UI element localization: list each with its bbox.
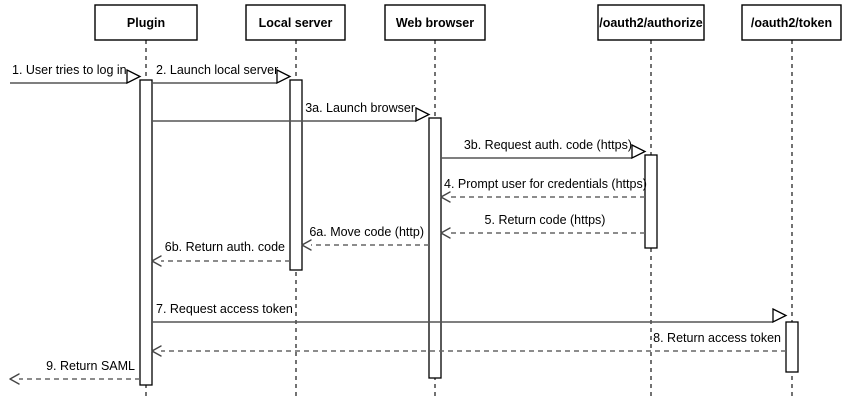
message-msg-3a: 3a. Launch browser — [152, 101, 431, 123]
participant-label-oauth2-authorize: /oauth2/authorize — [599, 16, 703, 30]
message-arrowhead-msg-1 — [126, 68, 142, 85]
message-msg-2: 2. Launch local server — [152, 63, 292, 85]
message-label-msg-4: 4. Prompt user for credentials (https) — [444, 177, 647, 191]
activation-bar-local-server-0 — [289, 79, 303, 271]
message-msg-6a: 6a. Move code (http) — [301, 225, 429, 251]
participant-box-rect-plugin — [94, 4, 198, 41]
participant-box-rect-local-server — [245, 4, 346, 41]
message-arrowhead-msg-8 — [151, 345, 162, 357]
lifeline-oauth2-token — [785, 40, 799, 399]
activation-bar-oauth2-authorize-0 — [644, 154, 658, 249]
participant-box-oauth2-authorize[interactable]: /oauth2/authorize — [597, 4, 705, 41]
message-arrowhead-msg-2 — [276, 68, 292, 85]
message-msg-6b: 6b. Return auth. code — [151, 240, 290, 267]
participant-box-web-browser[interactable]: Web browser — [384, 4, 486, 41]
participant-box-rect-web-browser — [384, 4, 486, 41]
message-label-msg-7: 7. Request access token — [156, 302, 293, 316]
message-msg-1: 1. User tries to log in — [10, 63, 142, 85]
participant-box-plugin[interactable]: Plugin — [94, 4, 198, 41]
participant-box-rect-oauth2-authorize — [597, 4, 705, 41]
message-label-msg-2: 2. Launch local server — [156, 63, 278, 77]
lifeline-web-browser — [428, 40, 442, 399]
message-arrowhead-msg-5 — [440, 227, 451, 239]
messages-layer: 1. User tries to log in 2. Launch local s… — [9, 63, 788, 385]
message-label-msg-6b: 6b. Return auth. code — [165, 240, 285, 254]
activation-bar-oauth2-token-0 — [785, 321, 799, 373]
participant-boxes-layer: Plugin Local server Web browser/oauth2/aut… — [94, 4, 842, 41]
message-msg-8: 8. Return access token — [151, 331, 786, 357]
message-msg-3b: 3b. Request auth. code (https) — [441, 138, 647, 160]
message-label-msg-5: 5. Return code (https) — [485, 213, 606, 227]
message-arrowhead-msg-6a — [301, 239, 312, 251]
message-arrowhead-msg-7 — [772, 307, 788, 324]
activation-bar-plugin-0 — [139, 79, 153, 386]
message-label-msg-3a: 3a. Launch browser — [305, 101, 415, 115]
message-label-msg-6a: 6a. Move code (http) — [309, 225, 424, 239]
message-msg-5: 5. Return code (https) — [440, 213, 645, 239]
lifeline-oauth2-authorize — [644, 40, 658, 399]
message-arrowhead-msg-3b — [631, 143, 647, 160]
activation-bar-web-browser-0 — [428, 117, 442, 379]
message-label-msg-9: 9. Return SAML — [46, 359, 135, 373]
message-msg-9: 9. Return SAML — [9, 359, 140, 385]
message-label-msg-1: 1. User tries to log in — [12, 63, 127, 77]
message-label-msg-3b: 3b. Request auth. code (https) — [464, 138, 632, 152]
message-arrowhead-msg-9 — [9, 373, 20, 385]
participant-box-oauth2-token[interactable]: /oauth2/token — [741, 4, 842, 41]
message-msg-7: 7. Request access token — [152, 302, 788, 324]
lifelines-layer — [139, 40, 799, 399]
participant-label-plugin: Plugin — [127, 16, 165, 30]
lifeline-plugin — [139, 40, 153, 399]
participant-label-web-browser: Web browser — [396, 16, 474, 30]
message-label-msg-8: 8. Return access token — [653, 331, 781, 345]
participant-label-local-server: Local server — [259, 16, 333, 30]
participant-box-local-server[interactable]: Local server — [245, 4, 346, 41]
lifeline-local-server — [289, 40, 303, 399]
message-arrowhead-msg-3a — [415, 106, 431, 123]
message-arrowhead-msg-6b — [151, 255, 162, 267]
message-msg-4: 4. Prompt user for credentials (https) — [440, 177, 647, 203]
participant-label-oauth2-token: /oauth2/token — [751, 16, 832, 30]
message-arrowhead-msg-4 — [440, 191, 451, 203]
participant-box-rect-oauth2-token — [741, 4, 842, 41]
